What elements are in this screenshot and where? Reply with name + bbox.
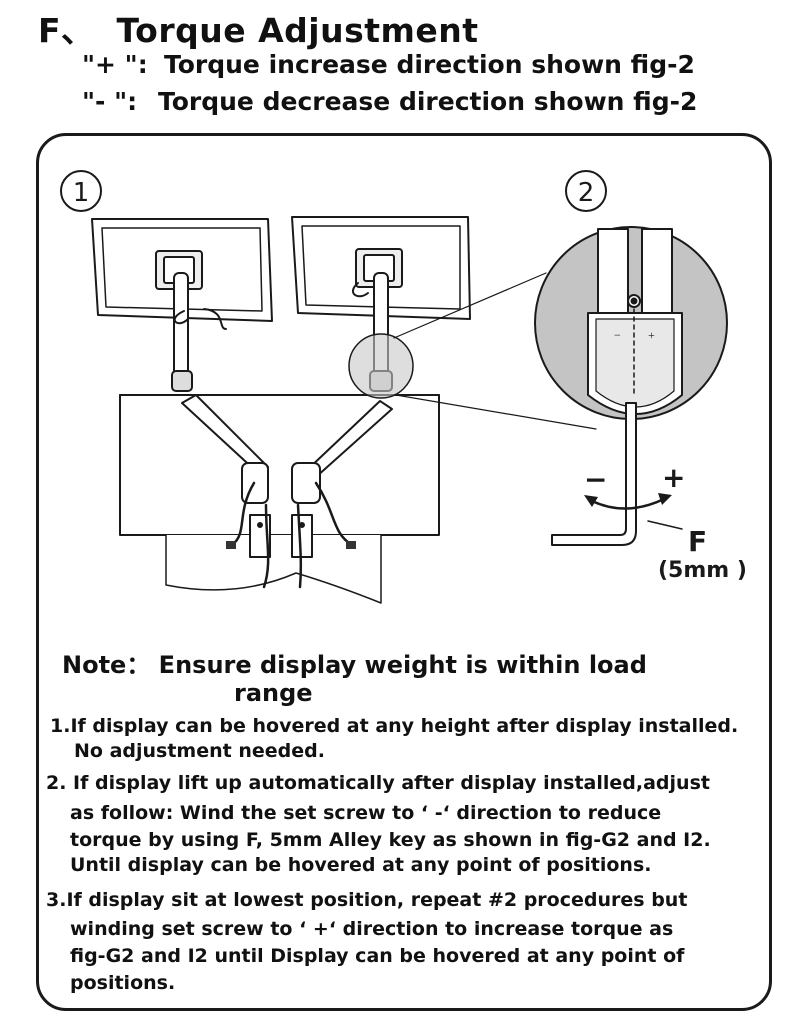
step-3-line-4: positions. [70,972,176,994]
instruction-frame [36,133,772,1011]
section-title-text: Torque Adjustment [116,11,479,50]
svg-text:−: − [614,328,621,342]
figure-2-marker: 2 [565,170,607,212]
step-2-line-3: torque by using F, 5mm Alley key as show… [70,829,711,851]
minus-direction-line: "- ": Torque decrease direction shown fig… [82,87,697,116]
figure-1-marker: 1 [60,170,102,212]
step-3-line-2: winding set screw to ‘ +‘ direction to i… [70,918,674,940]
svg-text:1: 1 [73,178,90,208]
svg-text:2: 2 [578,178,595,208]
hex-key-tool [551,402,683,546]
step-1-line-2: No adjustment needed. [74,740,325,762]
cables [226,481,356,589]
desk [119,394,440,604]
left-monitor [91,218,273,322]
plus-key: "+ ": [82,50,148,79]
magnified-joint-detail: − + [534,226,728,420]
plus-direction-line: "+ ": Torque increase direction shown fig… [82,50,695,79]
assembly-illustration: 1 2 [60,170,747,604]
minus-direction-sign: − [584,463,607,496]
desk-clamp [249,514,313,558]
step-3-line-1: 3.If display sit at lowest position, rep… [46,889,688,911]
note-heading: Note： Ensure display weight is within lo… [62,651,647,679]
note-heading-continued: range [234,679,313,707]
section-letter: F、 [38,11,95,50]
step-3-line-3: fig-G2 and I2 until Display can be hover… [70,945,685,967]
joint-highlight [348,333,414,399]
plus-description: Torque increase direction shown fig-2 [164,50,695,79]
step-2-line-2: as follow: Wind the set screw to ‘ -‘ di… [70,802,662,824]
svg-text:+: + [648,328,655,342]
plus-direction-sign: + [662,461,685,494]
tool-label: F [688,525,707,558]
section-title: F、 Torque Adjustment [38,4,479,52]
callout-line-top [393,272,547,339]
step-2-line-1: 2. If display lift up automatically afte… [46,772,710,794]
step-2-line-4: Until display can be hovered at any poin… [70,854,652,876]
minus-key: "- ": [82,87,138,116]
step-1-line-1: 1.If display can be hovered at any heigh… [50,715,739,737]
right-monitor [291,216,471,320]
callout-line-bottom [395,394,597,430]
tool-size-label: (5mm ) [658,558,747,583]
minus-description: Torque decrease direction shown fig-2 [158,87,698,116]
left-arm [171,272,269,504]
